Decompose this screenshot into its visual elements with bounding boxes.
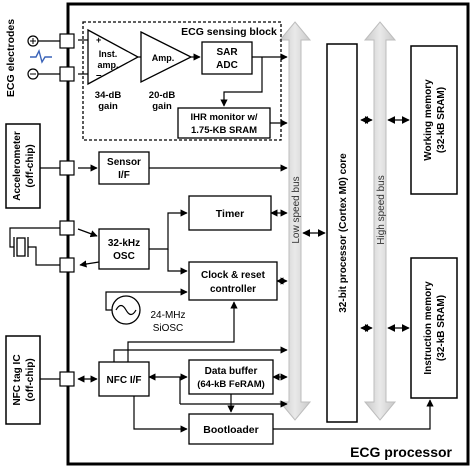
processor-label: ECG processor <box>350 444 452 460</box>
instruction-memory-line1: Instruction memory <box>423 281 434 375</box>
pad-nfc <box>59 371 75 387</box>
inst-gain-line2: gain <box>98 101 118 112</box>
osc-block <box>98 228 150 270</box>
osc-line2: OSC <box>113 251 135 262</box>
data-buffer-line2: (64-kB FeRAM) <box>197 379 265 390</box>
low-speed-bus-label: Low speed bus <box>291 176 302 243</box>
pad-crystal-in <box>59 220 75 236</box>
ecg-sensing-block <box>82 21 282 141</box>
bootloader-block <box>188 413 274 445</box>
cpu-core-block <box>326 43 358 423</box>
nfc-tag-line2: (off-chip) <box>25 358 36 401</box>
instruction-memory-block <box>410 257 458 399</box>
inst-amp-line2: amp. <box>97 60 118 70</box>
ihr-line1: IHR monitor w/ <box>190 112 257 123</box>
inst-amp-triangle <box>87 28 140 86</box>
sioscs-wiring <box>105 288 238 370</box>
nfc-if-label: NFC I/F <box>107 375 142 386</box>
nfc-tag-line1: NFC tag IC <box>12 354 23 405</box>
high-speed-bus-label: High speed bus <box>376 175 387 245</box>
nfc-if-block <box>98 361 150 397</box>
clock-reset-block <box>188 261 278 301</box>
sar-adc-block <box>201 41 253 75</box>
data-buffer-block <box>188 359 274 395</box>
pad-accelerometer <box>59 160 75 176</box>
osc-wiring <box>77 209 188 275</box>
amp-label: Amp. <box>152 53 175 63</box>
nfc-tag-block <box>5 335 41 425</box>
ecg-electrodes-label: ECG electrodes <box>5 19 17 97</box>
timer-block <box>188 195 272 231</box>
working-memory-line1: Working memory <box>423 79 434 161</box>
ecg-waveform-icon <box>30 49 52 64</box>
high-speed-bus: High speed bus <box>363 21 397 421</box>
inst-amp-minus: – <box>96 70 102 81</box>
instruction-memory-line2: (32-kB SRAM) <box>436 295 447 361</box>
amp-gain-line2: gain <box>152 101 172 112</box>
pad-ecg-minus <box>59 66 75 82</box>
inst-amp-line1: Inst. <box>99 49 118 59</box>
data-buffer-line1: Data buffer <box>205 366 258 377</box>
clock-reset-line1: Clock & reset <box>201 270 266 281</box>
inst-amp-plus: + <box>96 35 101 45</box>
memory-bus-arrows <box>302 116 410 332</box>
ecg-electrode-minus-icon <box>27 68 39 80</box>
accelerometer-line2: (off-chip) <box>25 144 36 187</box>
working-memory-block <box>410 45 458 195</box>
ihr-line2: 1.75-KB SRAM <box>191 125 257 136</box>
sensor-if-block <box>98 151 150 185</box>
crystal-icon <box>13 237 29 257</box>
pad-crystal-out <box>59 257 75 273</box>
ecg-electrode-plus-icon <box>27 35 39 47</box>
osc-line1: 32-kHz <box>108 238 140 249</box>
electrode-wires <box>38 40 60 75</box>
sensor-if-line1: Sensor <box>107 157 141 168</box>
ihr-monitor-block <box>177 107 271 139</box>
inst-gain-line1: 34-dB <box>95 90 122 101</box>
accelerometer-block <box>5 123 41 209</box>
accelerometer-line1: Accelerometer <box>12 131 23 201</box>
sensor-if-line2: I/F <box>118 170 130 181</box>
io-pads <box>59 33 75 387</box>
working-memory-line2: (32-kB SRAM) <box>436 87 447 153</box>
nfc-wiring <box>77 346 434 433</box>
amp-gain-line1: 20-dB <box>149 90 176 101</box>
adc-line1: SAR <box>216 47 238 58</box>
ecg-block-title: ECG sensing block <box>181 26 277 38</box>
bootloader-label: Bootloader <box>203 424 258 436</box>
crystal-wires <box>9 227 60 266</box>
sine-source-icon <box>111 295 141 325</box>
timer-label: Timer <box>216 208 244 220</box>
clock-reset-line2: controller <box>210 284 256 295</box>
cpu-core-label: 32-bit processor (Cortex M0) core <box>338 153 349 313</box>
low-speed-bus: Low speed bus <box>278 21 312 421</box>
pad-ecg-plus <box>59 33 75 49</box>
sioscs-line2: SiOSC <box>153 323 184 334</box>
sioscs-line1: 24-MHz <box>150 310 185 321</box>
ecg-wiring <box>78 39 288 127</box>
adc-line2: ADC <box>216 60 238 71</box>
